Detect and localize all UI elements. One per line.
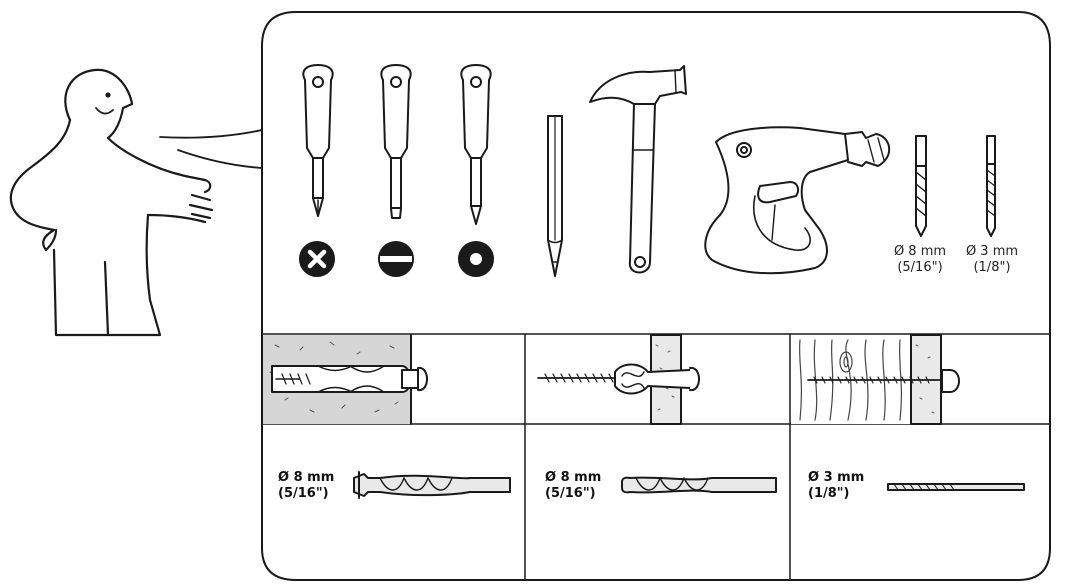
hollow-wall-section bbox=[537, 334, 700, 425]
hollow-bit-diameter: Ø 8 mm bbox=[545, 470, 602, 485]
hammer-icon bbox=[589, 65, 687, 274]
wood-bit-inch: (1/8") bbox=[808, 486, 850, 501]
wood-bit-label: Ø 3 mm (1/8") bbox=[808, 470, 864, 502]
concrete-wall-section bbox=[263, 334, 428, 425]
masonry-bit-8mm-hollow-icon bbox=[621, 476, 777, 494]
masonry-bit-8mm-concrete-icon bbox=[353, 471, 511, 499]
drill-bit-8mm-diameter: Ø 8 mm bbox=[893, 244, 947, 259]
slotted-head-icon bbox=[378, 241, 414, 277]
drill-bit-3mm-inch: (1/8") bbox=[973, 260, 1011, 275]
wood-wall-section bbox=[791, 334, 960, 425]
drill-bit-3mm-diameter: Ø 3 mm bbox=[965, 244, 1019, 259]
wood-bit-diameter: Ø 3 mm bbox=[808, 470, 865, 485]
ikea-man-pointing-icon bbox=[9, 68, 214, 337]
phillips-head-icon bbox=[299, 241, 335, 277]
drill-bit-3mm-icon bbox=[986, 135, 996, 237]
phillips-screwdriver-icon bbox=[302, 64, 334, 217]
pencil-icon bbox=[547, 115, 563, 277]
concrete-bit-diameter: Ø 8 mm bbox=[278, 470, 335, 485]
concrete-bit-label: Ø 8 mm (5/16") bbox=[278, 470, 334, 502]
pozidriv-screwdriver-icon bbox=[460, 64, 492, 225]
drill-bit-8mm-label: Ø 8 mm (5/16") bbox=[890, 244, 950, 276]
round-head-icon bbox=[458, 241, 494, 277]
concrete-bit-inch: (5/16") bbox=[278, 486, 329, 501]
hollow-bit-inch: (5/16") bbox=[545, 486, 596, 501]
drill-icon bbox=[704, 126, 890, 275]
drill-bit-8mm-icon bbox=[915, 135, 927, 237]
drill-bit-3mm-label: Ø 3 mm (1/8") bbox=[962, 244, 1022, 276]
tool-panel bbox=[261, 11, 1051, 581]
drill-bit-8mm-inch: (5/16") bbox=[897, 260, 943, 275]
hollow-bit-label: Ø 8 mm (5/16") bbox=[545, 470, 601, 502]
speech-pointer bbox=[159, 129, 263, 169]
twist-bit-3mm-wood-icon bbox=[887, 483, 1025, 491]
flat-screwdriver-icon bbox=[380, 64, 412, 219]
